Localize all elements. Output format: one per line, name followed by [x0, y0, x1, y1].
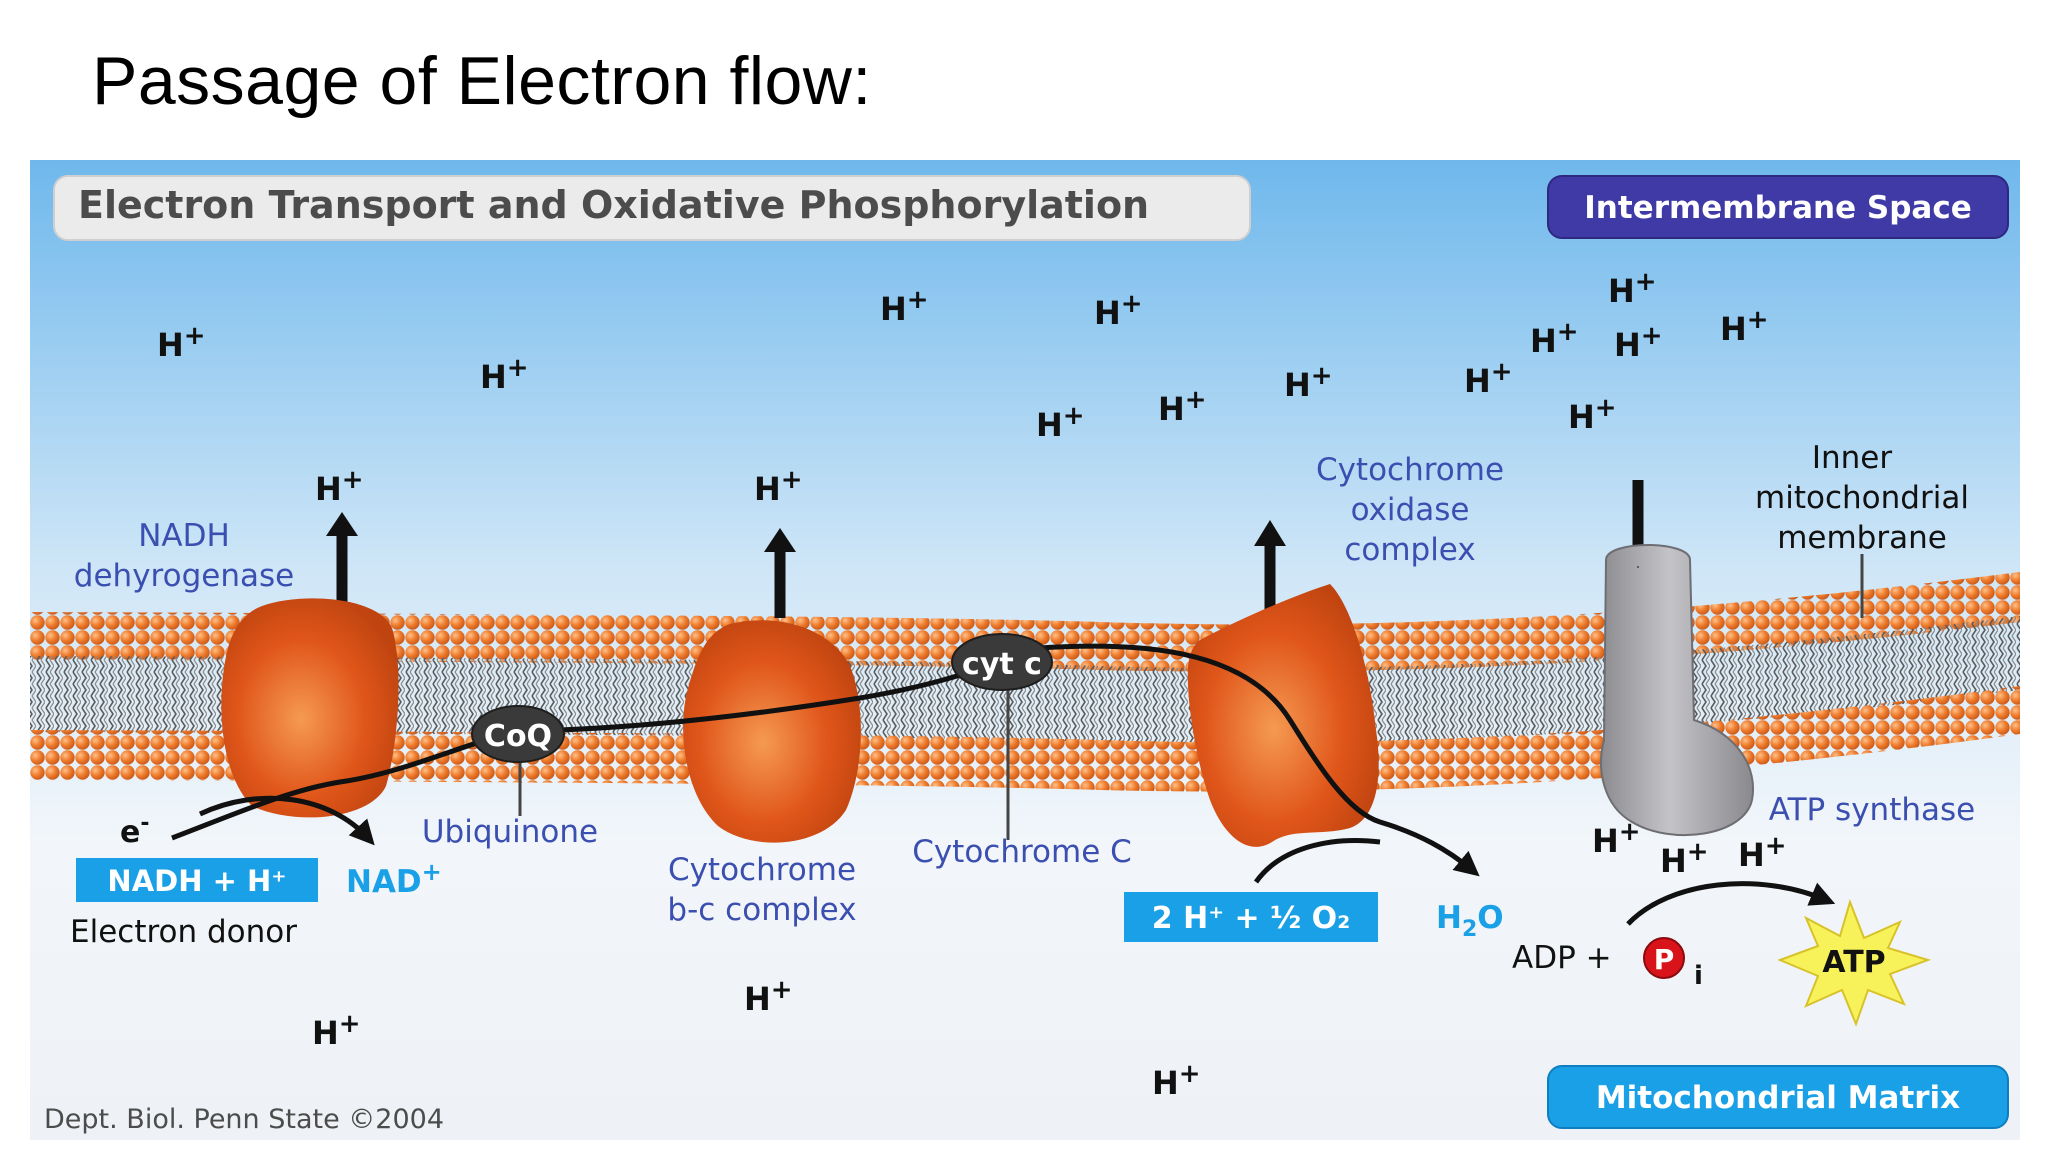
atp-synthesis-reaction: ADP + P i ATP: [1512, 898, 1932, 1027]
proton-label: H+: [1036, 401, 1085, 444]
atp-label: ATP: [1822, 945, 1885, 980]
slide-title: Passage of Electron flow:: [92, 43, 872, 119]
proton-label: H+: [1738, 831, 1787, 874]
phosphate-subscript: i: [1694, 961, 1703, 991]
ubiquinone-label: Ubiquinone: [422, 814, 598, 850]
credit-label: Dept. Biol. Penn State ©2004: [44, 1104, 444, 1135]
nadh-dehydrogenase-complex: [221, 598, 399, 818]
cytochrome-bc-label-line1: Cytochrome: [668, 852, 856, 888]
oxygen-label: 2 H⁺ + ½ O₂: [1152, 901, 1350, 936]
proton-label: H+: [880, 285, 929, 328]
proton-label: H+: [1530, 317, 1579, 360]
mitochondrial-matrix-label: Mitochondrial Matrix: [1596, 1080, 1960, 1116]
oxygen-box: [1124, 892, 1378, 942]
electron-donor-label: Electron donor: [70, 914, 297, 950]
complex-labels: NADH dehyrogenase Ubiquinone Cytochrome …: [74, 452, 1975, 928]
intermembrane-space-label: Intermembrane Space: [1584, 190, 1972, 226]
proton-label: H+: [1464, 357, 1513, 400]
electron-path: [171, 554, 1864, 926]
proton-label: H+: [754, 465, 803, 508]
cytochrome-oxidase-label-line3: complex: [1344, 532, 1475, 568]
membrane-label-line3: membrane: [1777, 520, 1947, 556]
cytochrome-bc-complex: [683, 620, 861, 843]
coq-label: CoQ: [484, 719, 552, 754]
proton-group: H+ H+ H+ H+ H+ H+ H+ H+ H+ H+ H+ H+ H+ H…: [157, 267, 1787, 1102]
nadh-h-box: [76, 858, 318, 902]
proton-label: H+: [480, 353, 529, 396]
proton-label: H+: [1152, 1059, 1201, 1102]
membrane-labels: Inner mitochondrial membrane: [1755, 440, 1969, 556]
proton-label: H+: [1284, 361, 1333, 404]
coq-carrier: CoQ: [471, 705, 565, 763]
proton-label: H+: [157, 321, 206, 364]
diagram-title: Electron Transport and Oxidative Phospho…: [78, 183, 1149, 227]
proton-label: H+: [1720, 305, 1769, 348]
proton-label: H+: [1094, 289, 1143, 332]
intermembrane-space-panel: Intermembrane Space: [1547, 175, 2009, 239]
proton-label: H+: [1608, 267, 1657, 310]
atp-star-icon: [1777, 898, 1932, 1027]
cytc-label: cyt c: [962, 647, 1042, 682]
proton-label: H+: [1614, 321, 1663, 364]
proton-label: H+: [315, 465, 364, 508]
phosphate-icon: [1643, 937, 1685, 979]
membrane-label-line2: mitochondrial: [1755, 480, 1969, 516]
proton-label: H+: [1660, 837, 1709, 880]
water-label: H2O: [1436, 900, 1504, 942]
proton-label: H+: [1568, 393, 1617, 436]
nadh-dehydrogenase-label-line1: NADH: [138, 518, 230, 554]
electron-donor-reaction: e- NADH + H⁺ NAD+ Electron donor: [70, 811, 442, 950]
atp-synthase: [1600, 544, 1754, 837]
phosphate-label: P: [1654, 943, 1675, 976]
diagram-title-panel: Electron Transport and Oxidative Phospho…: [53, 175, 1251, 241]
proton-label: H+: [744, 975, 793, 1018]
cytochrome-oxidase-label-line2: oxidase: [1351, 492, 1470, 528]
atp-synthase-label: ATP synthase: [1769, 792, 1975, 828]
cytochrome-oxidase-label-line1: Cytochrome: [1316, 452, 1504, 488]
adp-label: ADP +: [1512, 940, 1612, 976]
proton-label: H+: [312, 1009, 361, 1052]
nad-label: NAD+: [346, 858, 442, 900]
nadh-h-label: NADH + H⁺: [107, 864, 286, 898]
electron-label: e-: [120, 811, 150, 850]
membrane-label-line1: Inner: [1812, 440, 1893, 476]
nadh-dehydrogenase-label-line2: dehyrogenase: [74, 558, 294, 594]
mitochondrial-matrix-panel: Mitochondrial Matrix: [1547, 1065, 2009, 1129]
proton-label: H+: [1158, 385, 1207, 428]
cytochrome-bc-label-line2: b-c complex: [667, 892, 856, 928]
oxygen-reduction-reaction: 2 H⁺ + ½ O₂ H2O: [1124, 892, 1504, 942]
cytc-carrier: cyt c: [951, 633, 1053, 691]
cytochrome-c-label: Cytochrome C: [912, 834, 1132, 870]
